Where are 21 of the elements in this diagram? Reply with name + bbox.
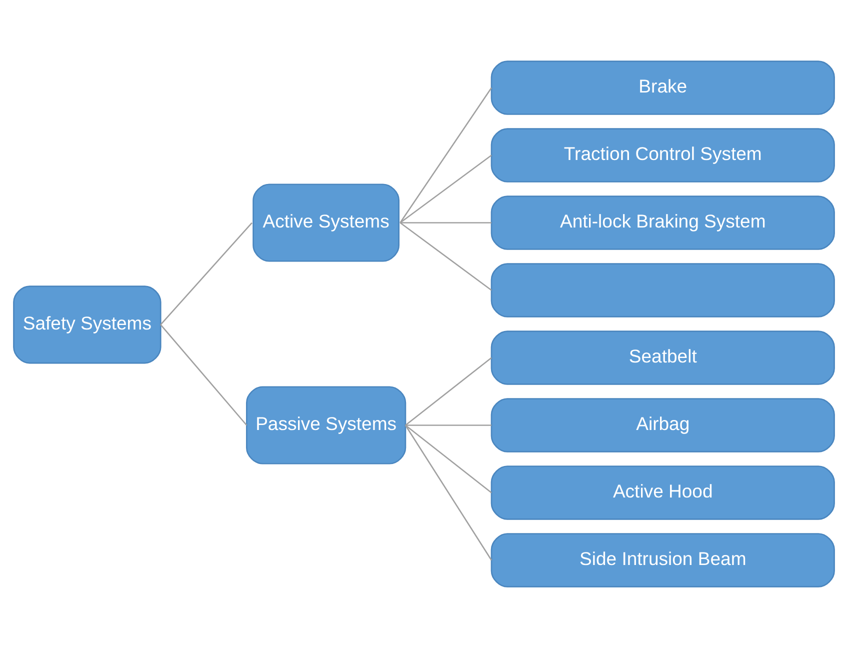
node-box: Active Hood (490, 466, 835, 520)
node-box: Brake (490, 60, 835, 115)
connector (400, 222, 492, 224)
connector (405, 424, 492, 494)
connector (400, 87, 492, 224)
node-box: Seatbelt (490, 330, 835, 385)
connector (400, 154, 492, 224)
node-box (490, 263, 835, 318)
node-box: Traction Control System (490, 128, 835, 182)
node-box: Active Systems (252, 184, 400, 262)
connector (405, 357, 492, 426)
connector (405, 424, 492, 426)
node-box: Safety Systems (13, 286, 162, 364)
connector (160, 324, 248, 426)
connector (400, 222, 492, 291)
node-box: Anti-lock Braking System (490, 196, 835, 250)
node-box: Airbag (490, 398, 835, 452)
node-box: Side Intrusion Beam (490, 533, 835, 588)
connector (404, 424, 492, 561)
connector (160, 222, 252, 326)
node-box: Passive Systems (246, 386, 406, 464)
